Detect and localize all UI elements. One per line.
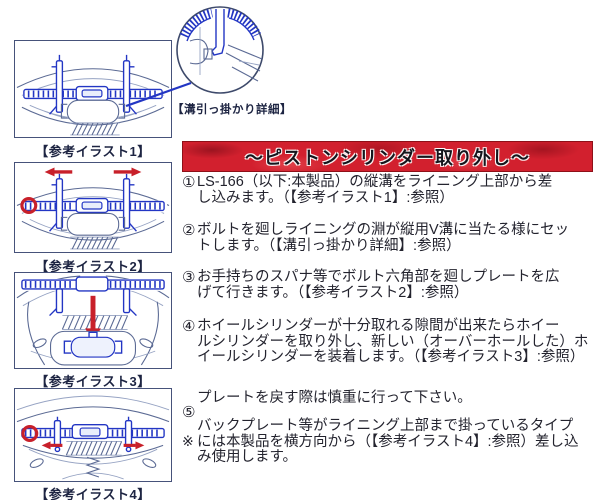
bolt-hex-red-circle	[21, 425, 39, 443]
step-1-marker: ①	[182, 174, 196, 191]
return-spring	[70, 236, 120, 250]
note-text: バックプレート等がライニング上部まで掛っているタイプ には本製品を横方向から（【…	[197, 418, 579, 465]
red-spread-arrows	[44, 167, 142, 177]
groove-detail-caption: 【溝引っ掛かり詳細】	[172, 104, 292, 116]
step-3-text: お手持ちのスパナ等でボルト六角部を廻しプレートを広 げて行きます。（【参考イラス…	[197, 269, 560, 301]
section-title-banner: ～ピストンシリンダー取り外し～	[182, 141, 593, 172]
wheel-cylinder	[60, 212, 126, 236]
brake-lining-hatched-band	[179, 8, 262, 42]
section-title: ～ピストンシリンダー取り外し～	[245, 147, 530, 168]
step-3: ③ お手持ちのスパナ等でボルト六角部を廻しプレートを広 げて行きます。（【参考イ…	[182, 269, 598, 301]
drum-outline	[16, 395, 170, 480]
bolt-hex-red-circle	[20, 197, 38, 215]
wheel-cylinder	[60, 99, 126, 124]
spreader-tool-bar	[21, 276, 165, 292]
step-5: ⑤ プレートを戻す際は慎重に行って下さい。	[182, 390, 598, 420]
illustration-2-drawing	[16, 167, 170, 250]
illustration-3-cylinder-removal	[14, 272, 172, 369]
illustration-2-spreading-plates	[14, 162, 172, 253]
step-5-text: プレートを戻す際は慎重に行って下さい。	[197, 390, 472, 406]
illustration-2-caption: 【参考イラスト2】	[35, 259, 151, 274]
tool-vertical-pins	[49, 173, 137, 232]
groove-detail-drawing	[176, 6, 264, 94]
note: ※ バックプレート等がライニング上部まで掛っているタイプ には本製品を横方向から…	[182, 418, 598, 466]
illustration-4-drawing	[16, 395, 170, 480]
note-marker: ※	[182, 433, 194, 449]
drum-and-shoe-lines	[189, 27, 263, 82]
illustration-4-side-insert-type	[14, 388, 172, 482]
tool-vertical-pins	[49, 288, 137, 317]
return-spring	[65, 440, 123, 456]
step-2-marker: ②	[182, 222, 196, 239]
illustration-3-caption: 【参考イラスト3】	[35, 374, 151, 389]
return-spring	[70, 122, 120, 136]
step-2-text: ボルトを廻しライニングの淵が縦用V溝に当たる様にセッ トします。（【溝引っ掛かり…	[197, 222, 570, 254]
step-4-marker: ④	[182, 318, 196, 335]
step-4-text: ホイールシリンダーが十分取れる隙間が出来たらホイー ルシリンダーを取り外し、新し…	[197, 318, 589, 365]
tool-shaft-in-groove	[211, 9, 225, 56]
illustration-1-drawing	[16, 54, 170, 136]
illustration-3-drawing	[16, 275, 170, 366]
step-3-marker: ③	[182, 269, 196, 286]
step-4: ④ ホイールシリンダーが十分取れる隙間が出来たらホイー ルシリンダーを取り外し、…	[182, 318, 598, 366]
step-1: ① LS-166（以下:本製品）の縦溝をライニング上部から差 し込みます。（【参…	[182, 174, 598, 206]
step-5-marker: ⑤	[182, 404, 196, 421]
wheel-cylinder-new	[63, 331, 123, 358]
red-spread-arrows	[41, 441, 145, 450]
illustration-1-drum-brake-tool-inserted	[14, 40, 172, 138]
groove-detail-view	[175, 5, 265, 95]
step-1-text: LS-166（以下:本製品）の縦溝をライニング上部から差 し込みます。（【参考イ…	[197, 174, 553, 206]
illustration-1-caption: 【参考イラスト1】	[35, 144, 151, 159]
backplate-details	[29, 456, 157, 478]
illustration-4-caption: 【参考イラスト4】	[35, 487, 151, 500]
step-2: ② ボルトを廻しライニングの淵が縦用V溝に当たる様にセッ トします。（【溝引っ掛…	[182, 222, 598, 254]
spreader-tool-bar-horizontal	[21, 423, 165, 440]
